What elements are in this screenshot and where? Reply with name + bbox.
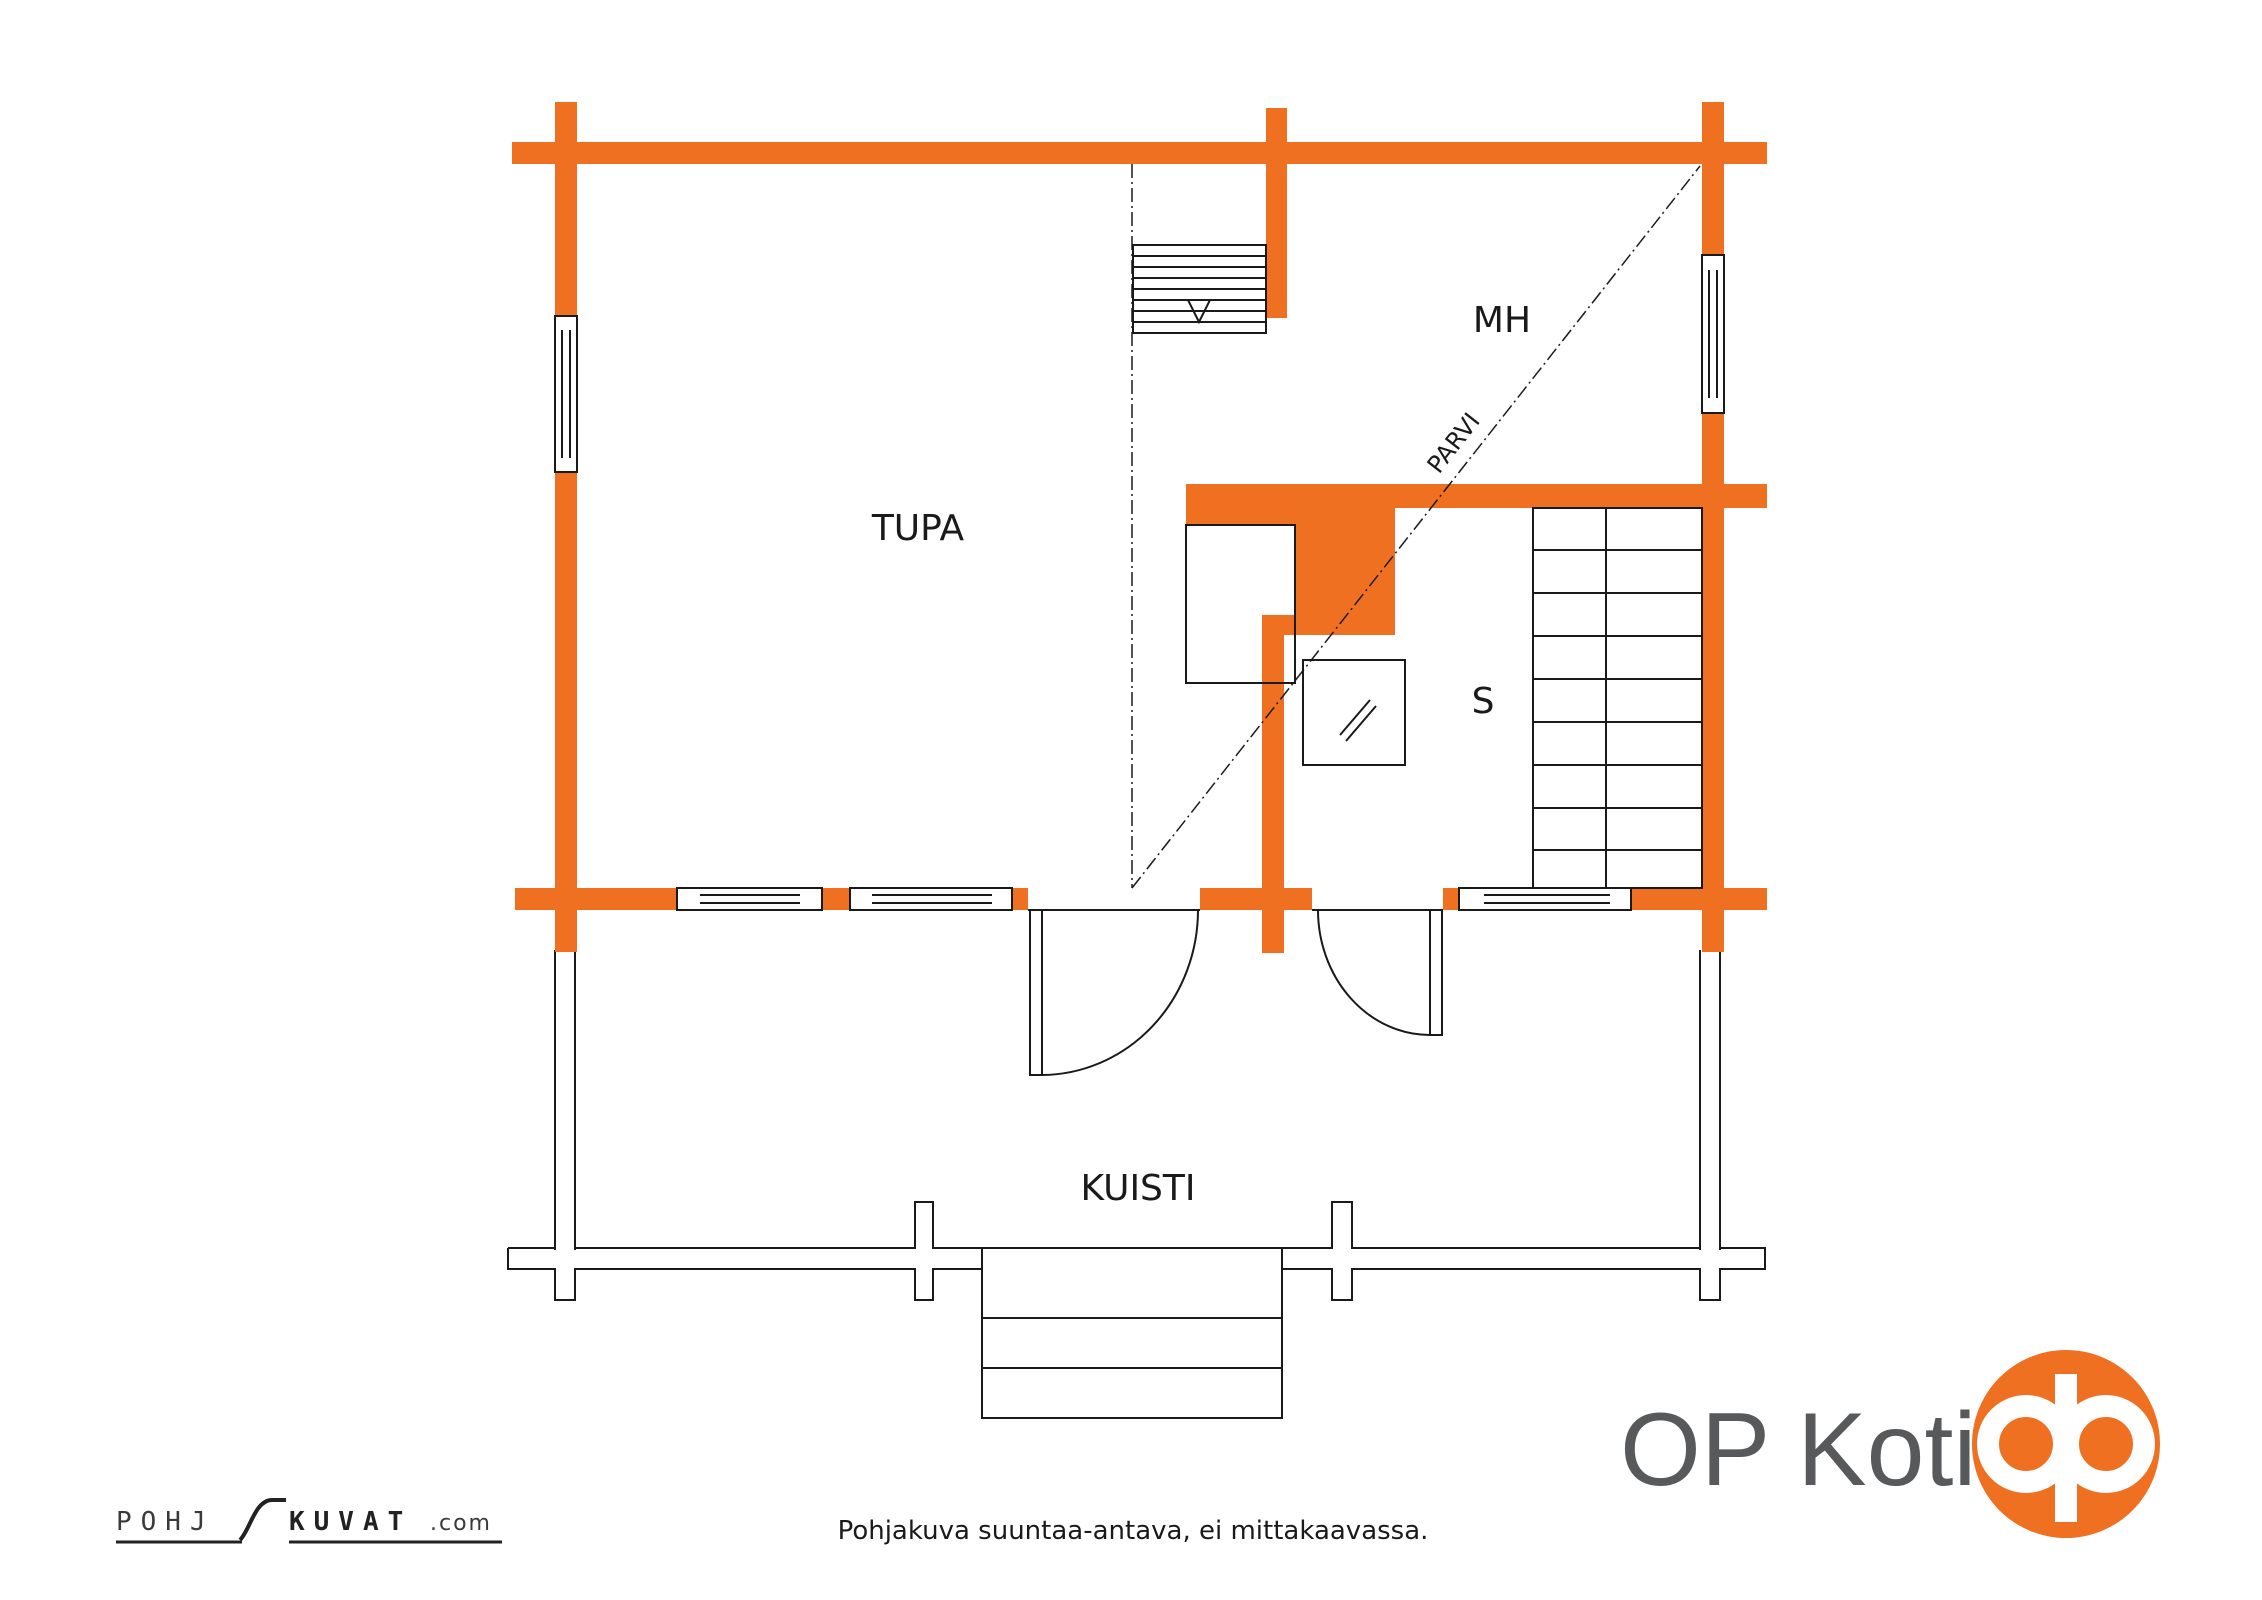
fireplace-hearth [1185,524,1296,684]
door-tupa [1029,909,1199,1076]
window-south-2 [849,887,1013,911]
porch-steps [981,1247,1283,1419]
op-logo [1972,1350,2160,1538]
doors [1028,909,1443,1076]
sauna-benches [1532,507,1703,889]
pohjakuvat-left: POHJ [116,1507,215,1537]
room-label-s: S [1472,681,1495,722]
room-label-tupa: TUPA [871,508,965,549]
porch-outline [507,950,1766,1419]
walls [512,102,1767,953]
window-south-3 [1458,887,1632,911]
window-east [1701,254,1725,414]
caption: Pohjakuva suuntaa-antava, ei mittakaavas… [838,1516,1429,1546]
sauna-stove [1302,659,1406,766]
fixtures [1131,164,1703,889]
pohjakuvat-suffix: .com [430,1511,492,1536]
room-label-kuisti: KUISTI [1080,1168,1195,1209]
loft-ladder [1132,244,1267,334]
brand-name: OP Koti [1620,1392,1976,1508]
pohjakuvat-right: KUVAT [289,1507,412,1537]
room-label-mh: MH [1473,300,1531,341]
pohjakuvat-logo: POHJ KUVAT .com [116,1498,502,1544]
door-sauna [1317,909,1443,1036]
window-south-1 [676,887,823,911]
loft-label-parvi: PARVI [1422,408,1486,479]
windows [554,254,1725,911]
window-west [554,315,578,473]
pohjakuvat-a-mark [238,1498,286,1542]
